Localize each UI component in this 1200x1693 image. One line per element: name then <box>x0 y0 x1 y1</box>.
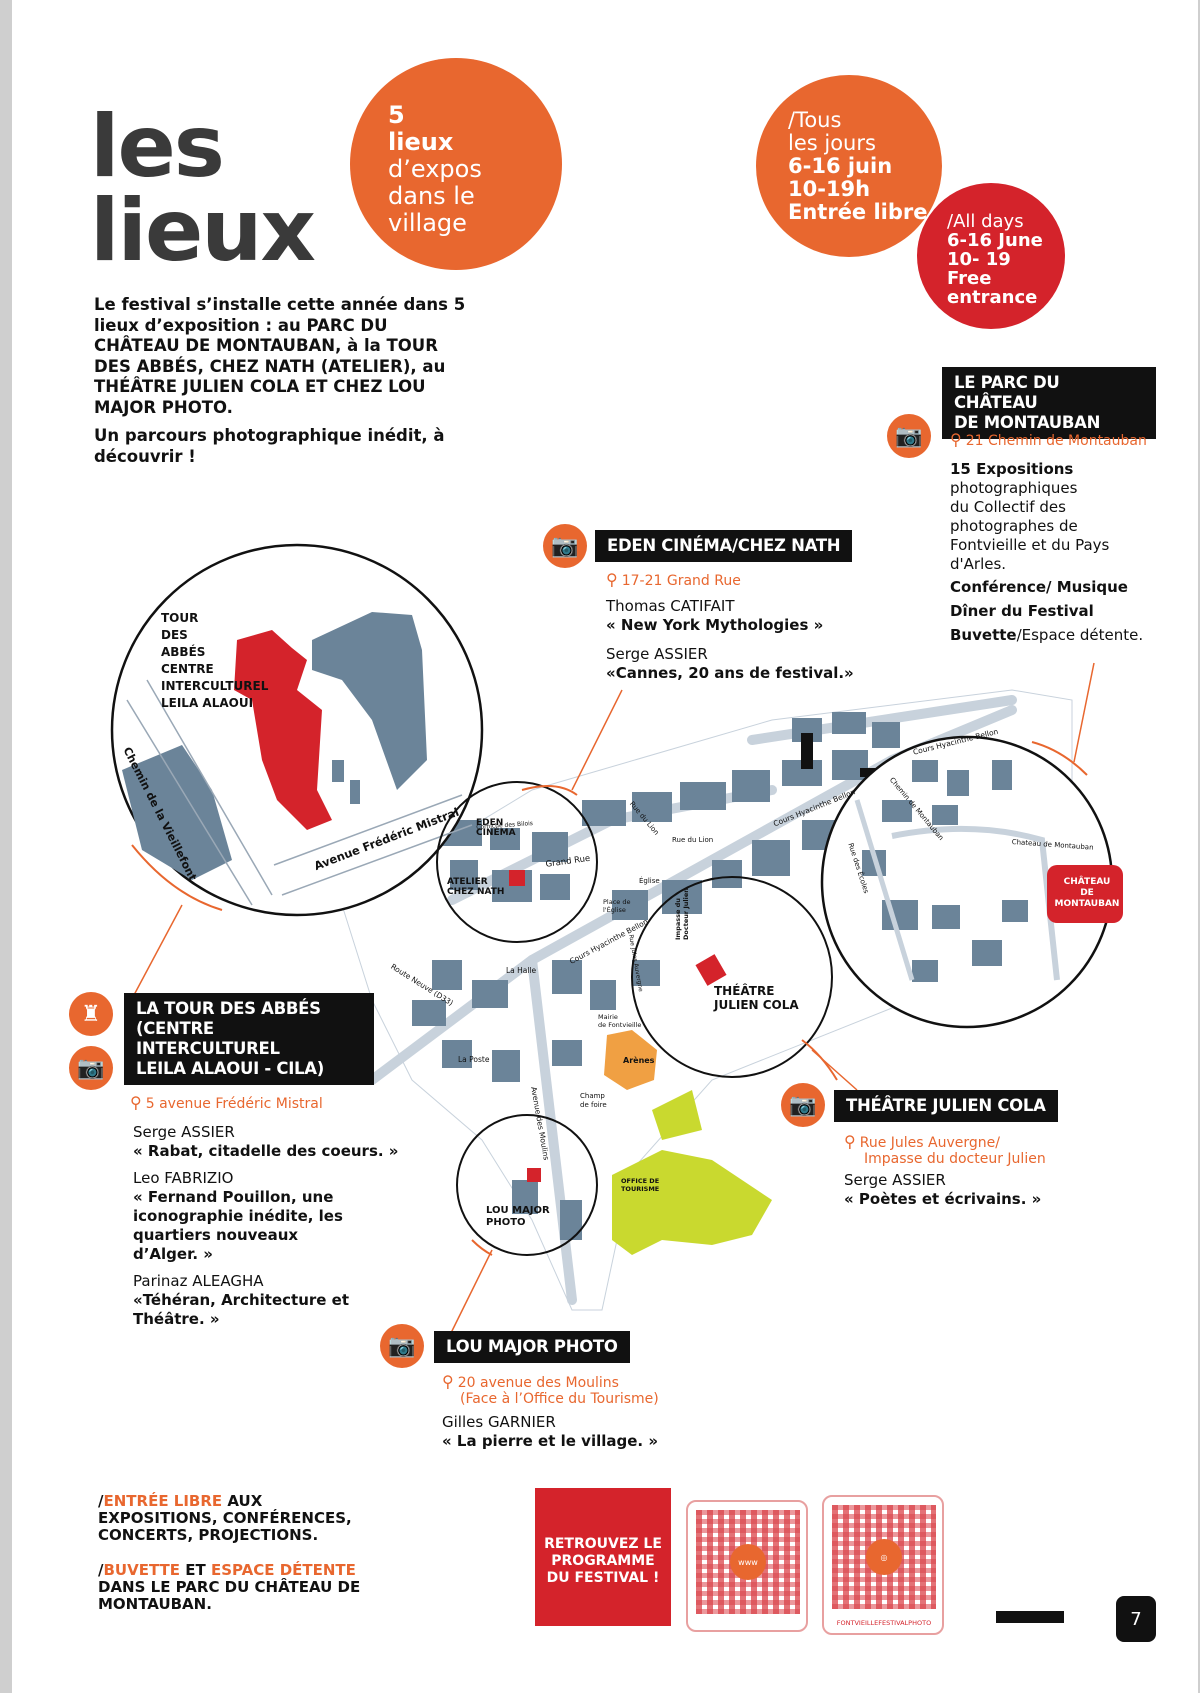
map-label-champ-foire: Champ de foire <box>580 1092 607 1109</box>
venue-artists-theatre: Serge ASSIER « Poètes et écrivains. » <box>844 1171 1042 1208</box>
venue-artists-lou: Gilles GARNIER « La pierre et le village… <box>442 1413 659 1450</box>
camera-icon: 📷 <box>543 524 587 568</box>
venue-address-tour: ⚲5 avenue Frédéric Mistral <box>130 1093 323 1113</box>
venue-artists-tour: Serge ASSIER « Rabat, citadelle des coeu… <box>133 1123 399 1328</box>
location-pin-icon: ⚲ <box>950 430 962 449</box>
venue-label-tour: LA TOUR DES ABBÉS (CENTRE INTERCULTUREL … <box>124 993 374 1085</box>
map-label-arenes: Arènes <box>623 1056 655 1065</box>
venue-address-lou: ⚲20 avenue des Moulins (Face à l’Office … <box>442 1372 659 1408</box>
map-label-place-eglise: Place de l'Église <box>603 898 631 914</box>
venue-label-lou: LOU MAJOR PHOTO <box>434 1331 630 1363</box>
page-title: les lieux <box>90 97 316 281</box>
location-pin-icon: ⚲ <box>844 1132 856 1151</box>
venue-label-eden: EDEN CINÉMA/CHEZ NATH <box>595 530 853 562</box>
map-label-eden: EDEN CINÉMA <box>476 818 516 838</box>
location-pin-icon: ⚲ <box>442 1372 454 1391</box>
village-map <box>110 543 1123 1336</box>
globe-icon: www <box>730 1544 766 1580</box>
page-number: 7 <box>1116 1596 1156 1642</box>
map-label-theatre: THÉÂTRE JULIEN COLA <box>714 984 799 1012</box>
location-pin-icon: ⚲ <box>130 1093 142 1112</box>
park-area <box>612 1150 772 1255</box>
camera-icon: 📷 <box>380 1324 424 1368</box>
venue-label-chateau: LE PARC DU CHÂTEAU DE MONTAUBAN <box>942 367 1156 439</box>
map-label-office-tourisme: OFFICE DE TOURISME <box>621 1177 660 1193</box>
camera-icon: 📷 <box>781 1083 825 1127</box>
map-label-eglise: Église <box>639 877 660 885</box>
program-promo-box: RETROUVEZ LE PROGRAMME DU FESTIVAL ! <box>535 1488 671 1626</box>
venue-address-chateau: ⚲21 Chemin de Montauban <box>950 430 1147 450</box>
venue-address-eden: ⚲17-21 Grand Rue <box>606 570 741 590</box>
map-label-impasse: Impasse du Docteur Julien <box>674 888 690 940</box>
qr-code-website[interactable]: www <box>686 1500 808 1632</box>
badge-five-venues: 5 lieux d’expos dans le village <box>350 58 562 270</box>
map-label-lou-major: LOU MAJOR PHOTO <box>486 1205 550 1228</box>
map-chateau-badge-text: CHÂTEAU DE MONTAUBAN <box>1054 877 1120 909</box>
badge-dates-en: /All days 6-16 June 10- 19 Free entrance <box>917 183 1065 329</box>
intro-paragraph: Le festival s’installe cette année dans … <box>94 295 466 417</box>
map-chateau-badge <box>1047 865 1123 923</box>
location-pin-icon: ⚲ <box>606 570 618 589</box>
qr-code-instagram[interactable]: ◎ FONTVIEILLEFESTIVALPHOTO <box>822 1495 944 1635</box>
map-label-rue-lion-2: Rue du Lion <box>672 836 714 844</box>
instagram-icon: ◎ <box>866 1539 902 1575</box>
arenes-shape <box>604 1030 657 1090</box>
brochure-page: les lieux 5 lieux d’expos dans le villag… <box>12 0 1198 1693</box>
map-label-mairie: Mairie de Fontvieille <box>598 1013 642 1029</box>
camera-icon: 📷 <box>887 414 931 458</box>
intro-tagline: Un parcours photographique inédit, à déc… <box>94 426 445 466</box>
tower-icon: ♜ <box>69 992 113 1036</box>
venue-artists-eden: Thomas CATIFAIT « New York Mythologies »… <box>606 597 854 682</box>
map-label-la-poste: La Poste <box>458 1055 490 1064</box>
map-label-atelier: ATELIER CHEZ NATH <box>447 877 505 897</box>
venue-address-theatre: ⚲Rue Jules Auvergne/ Impasse du docteur … <box>844 1132 1046 1168</box>
intro-text: Le festival s’installe cette année dans … <box>94 295 474 467</box>
map-label-la-halle: La Halle <box>506 966 537 975</box>
map-label-tour: TOUR DES ABBÉS CENTRE INTERCULTUREL LEIL… <box>161 611 269 710</box>
venue-desc-chateau: 15 Expositions photographiques du Collec… <box>950 460 1144 644</box>
badge-dates-fr: /Tous les jours 6-16 juin 10-19h Entrée … <box>756 75 942 257</box>
footer-info: /ENTRÉE LIBRE AUX EXPOSITIONS, CONFÉRENC… <box>98 1492 361 1613</box>
camera-icon: 📷 <box>69 1046 113 1090</box>
instagram-handle: FONTVIEILLEFESTIVALPHOTO <box>836 1619 932 1627</box>
decorative-bar <box>996 1611 1064 1623</box>
venue-label-theatre: THÉÂTRE JULIEN COLA <box>834 1090 1058 1122</box>
